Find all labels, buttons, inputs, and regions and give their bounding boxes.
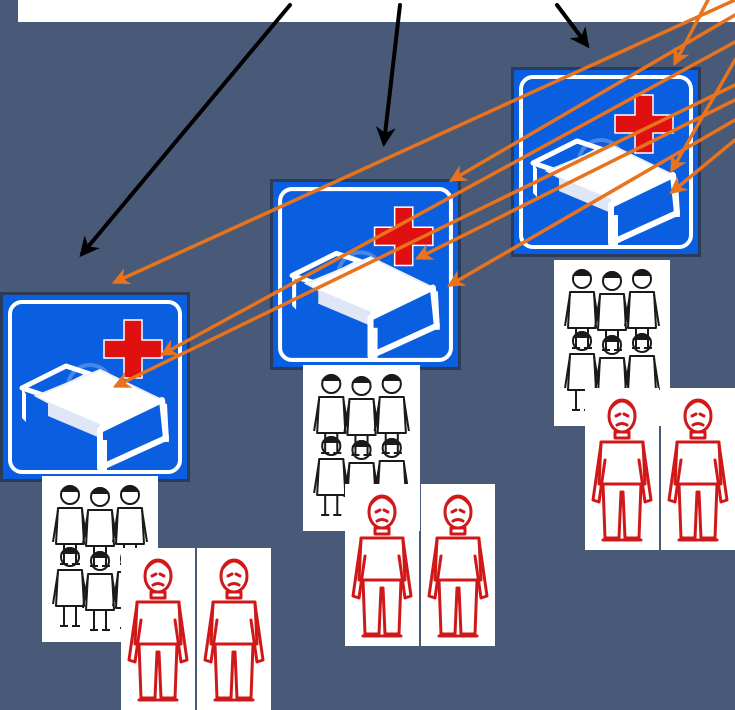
black-arrow-to-right [555, 3, 590, 49]
facility-middle [270, 179, 495, 646]
family-group-icon [554, 260, 670, 426]
sick-person-icon [345, 484, 419, 646]
sick-person-icon [585, 388, 659, 550]
sick-person-icon [121, 548, 195, 710]
orange-arrow-to-right [669, 138, 735, 195]
orange-arrow-to-right [670, 58, 735, 174]
orange-arrow-to-left [159, 40, 735, 356]
orange-arrow-to-left [111, 0, 735, 285]
sick-person-icon [661, 388, 735, 550]
orange-arrow-to-middle [414, 98, 735, 260]
hospital-bed-sign-icon [0, 292, 190, 482]
arrows-layer [79, 0, 735, 388]
sick-person-icon [197, 548, 271, 710]
facilities-layer [0, 67, 735, 710]
orange-arrow-to-left [112, 83, 735, 388]
black-arrow-to-left [79, 3, 292, 258]
orange-arrow-to-right [673, 0, 710, 67]
orange-arrow-to-middle [448, 13, 735, 182]
black-arrow-to-middle [375, 3, 402, 147]
hospital-bed-sign-icon [511, 67, 701, 257]
facility-right [511, 67, 735, 550]
orange-arrow-to-middle [446, 118, 735, 287]
hospital-bed-sign-icon [270, 179, 461, 370]
facility-left [0, 292, 271, 710]
sick-person-icon [421, 484, 495, 646]
